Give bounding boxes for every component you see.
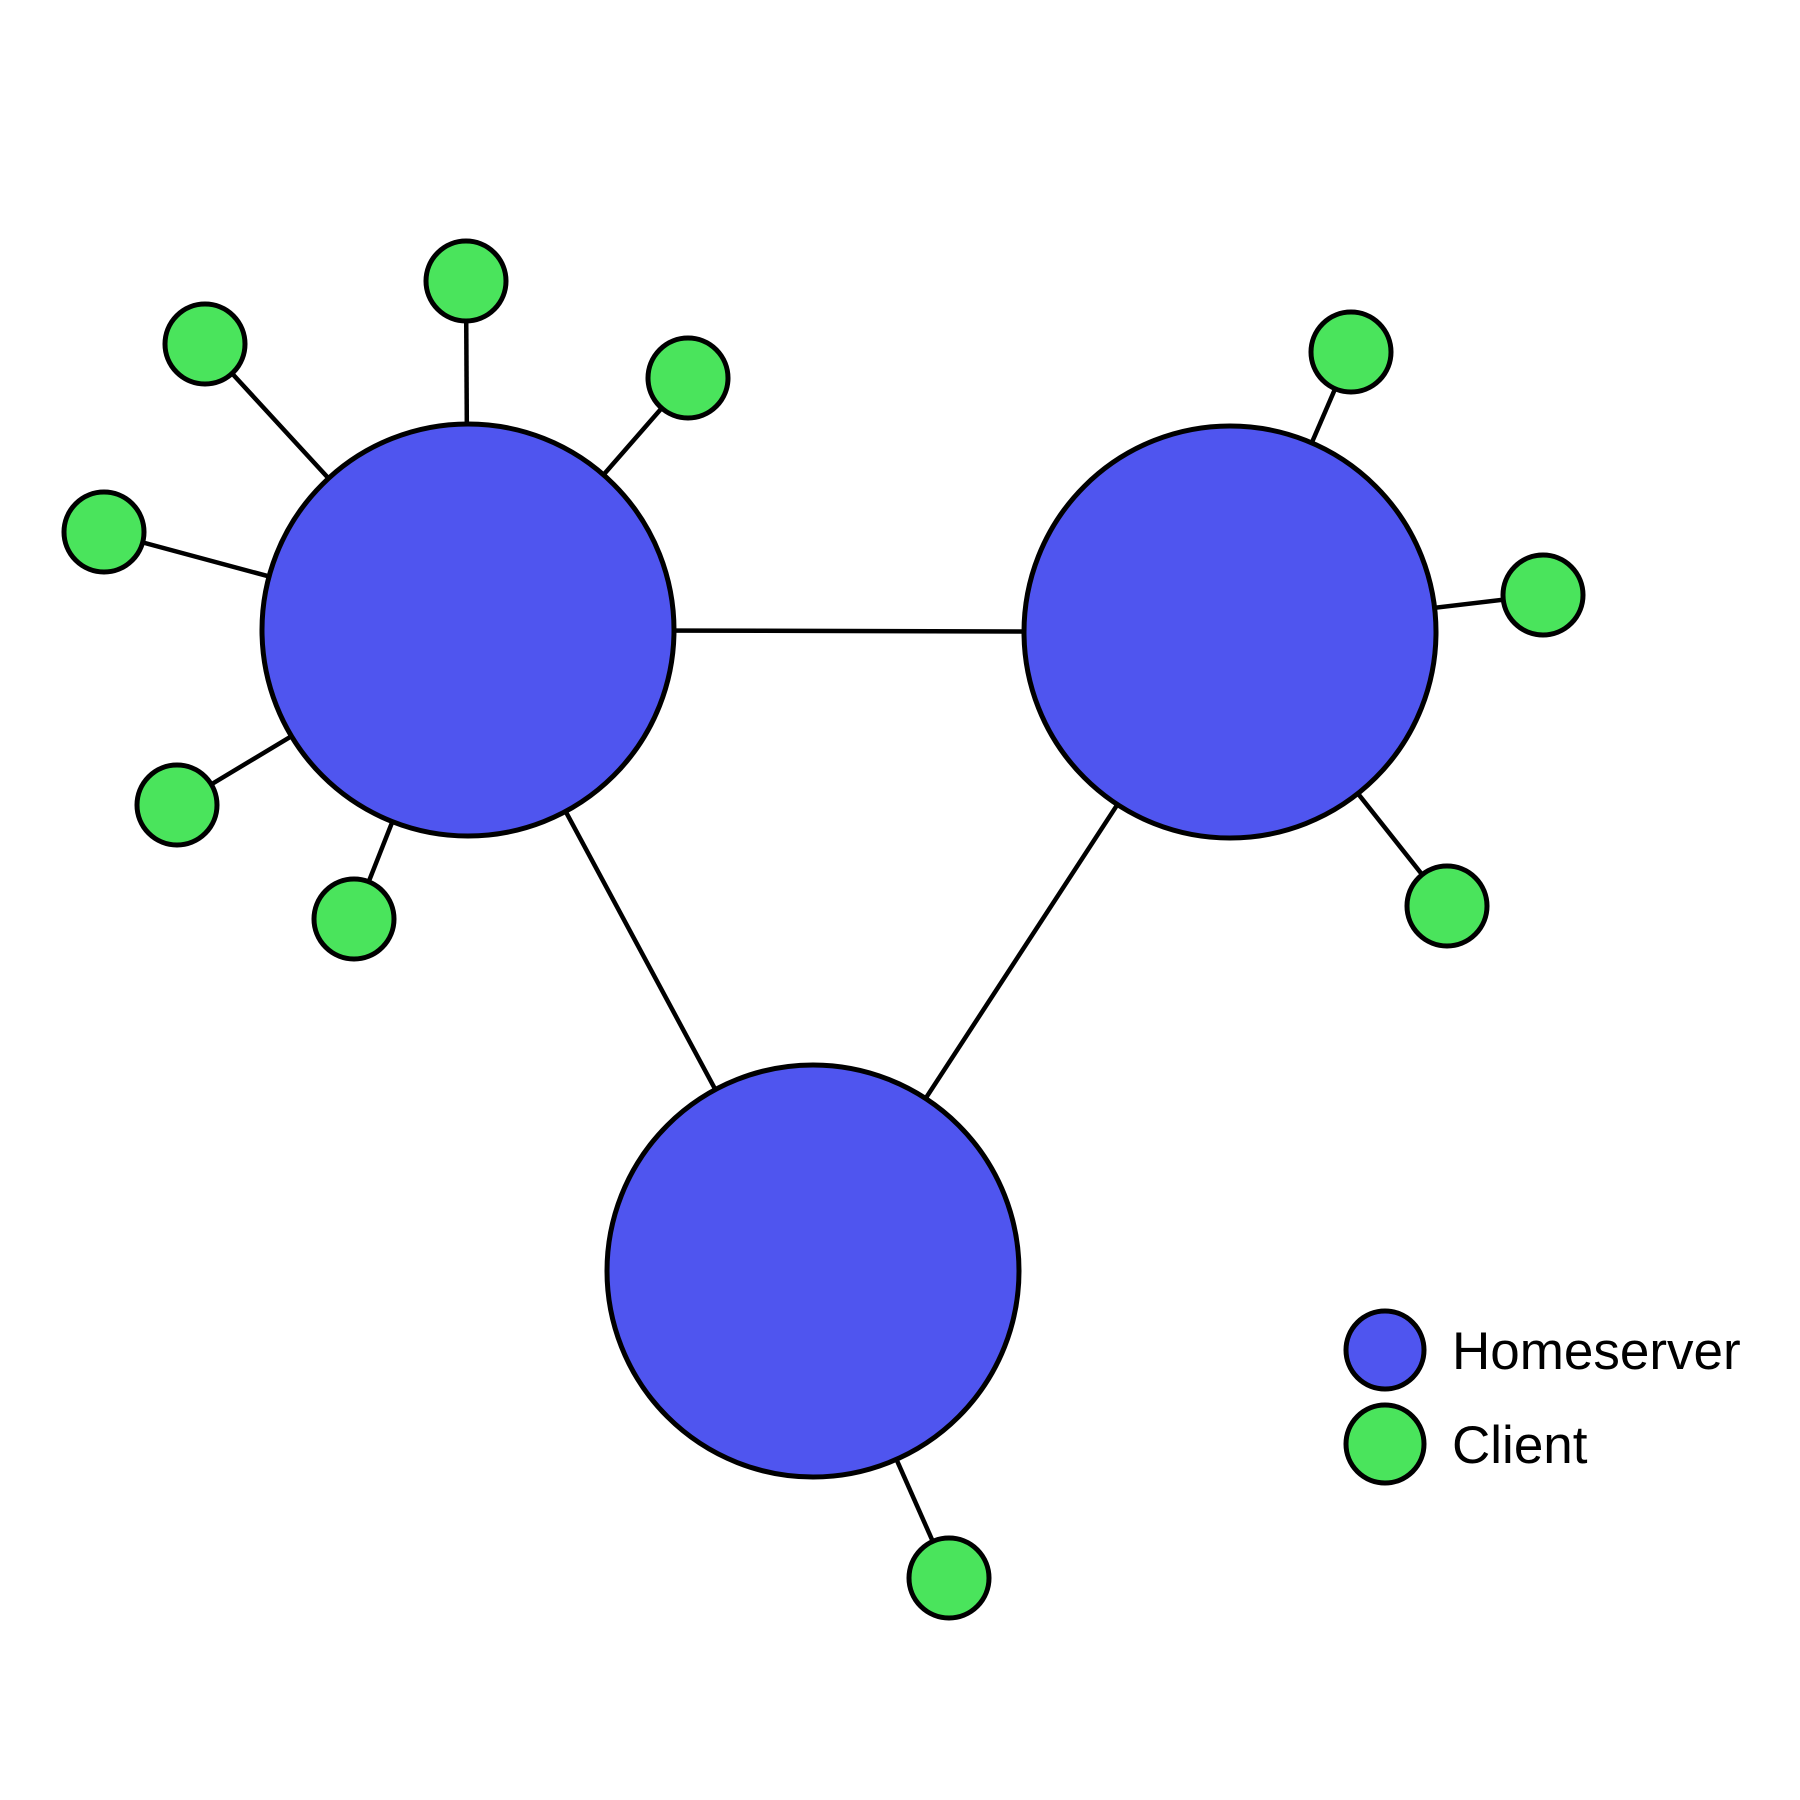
nodes-layer	[61, 238, 1586, 1621]
homeserver-node-hs-3	[604, 1062, 1022, 1480]
client-node-c-4	[61, 489, 147, 575]
legend: Homeserver Client	[1343, 1308, 1741, 1486]
client-node-c-2	[162, 301, 248, 387]
legend-client-label: Client	[1452, 1416, 1588, 1475]
homeserver-node-hs-1	[259, 421, 677, 839]
client-node-c-10	[906, 1535, 992, 1621]
legend-client-swatch	[1343, 1402, 1427, 1486]
legend-homeserver-label: Homeserver	[1452, 1322, 1741, 1381]
homeserver-node-hs-2	[1021, 423, 1439, 841]
client-node-c-1	[423, 238, 509, 324]
client-node-c-8	[1500, 552, 1586, 638]
client-node-c-7	[1308, 309, 1394, 395]
client-node-c-6	[311, 876, 397, 962]
client-node-c-5	[134, 762, 220, 848]
client-node-c-3	[645, 335, 731, 421]
client-node-c-9	[1404, 863, 1490, 949]
legend-homeserver-swatch	[1343, 1308, 1427, 1392]
